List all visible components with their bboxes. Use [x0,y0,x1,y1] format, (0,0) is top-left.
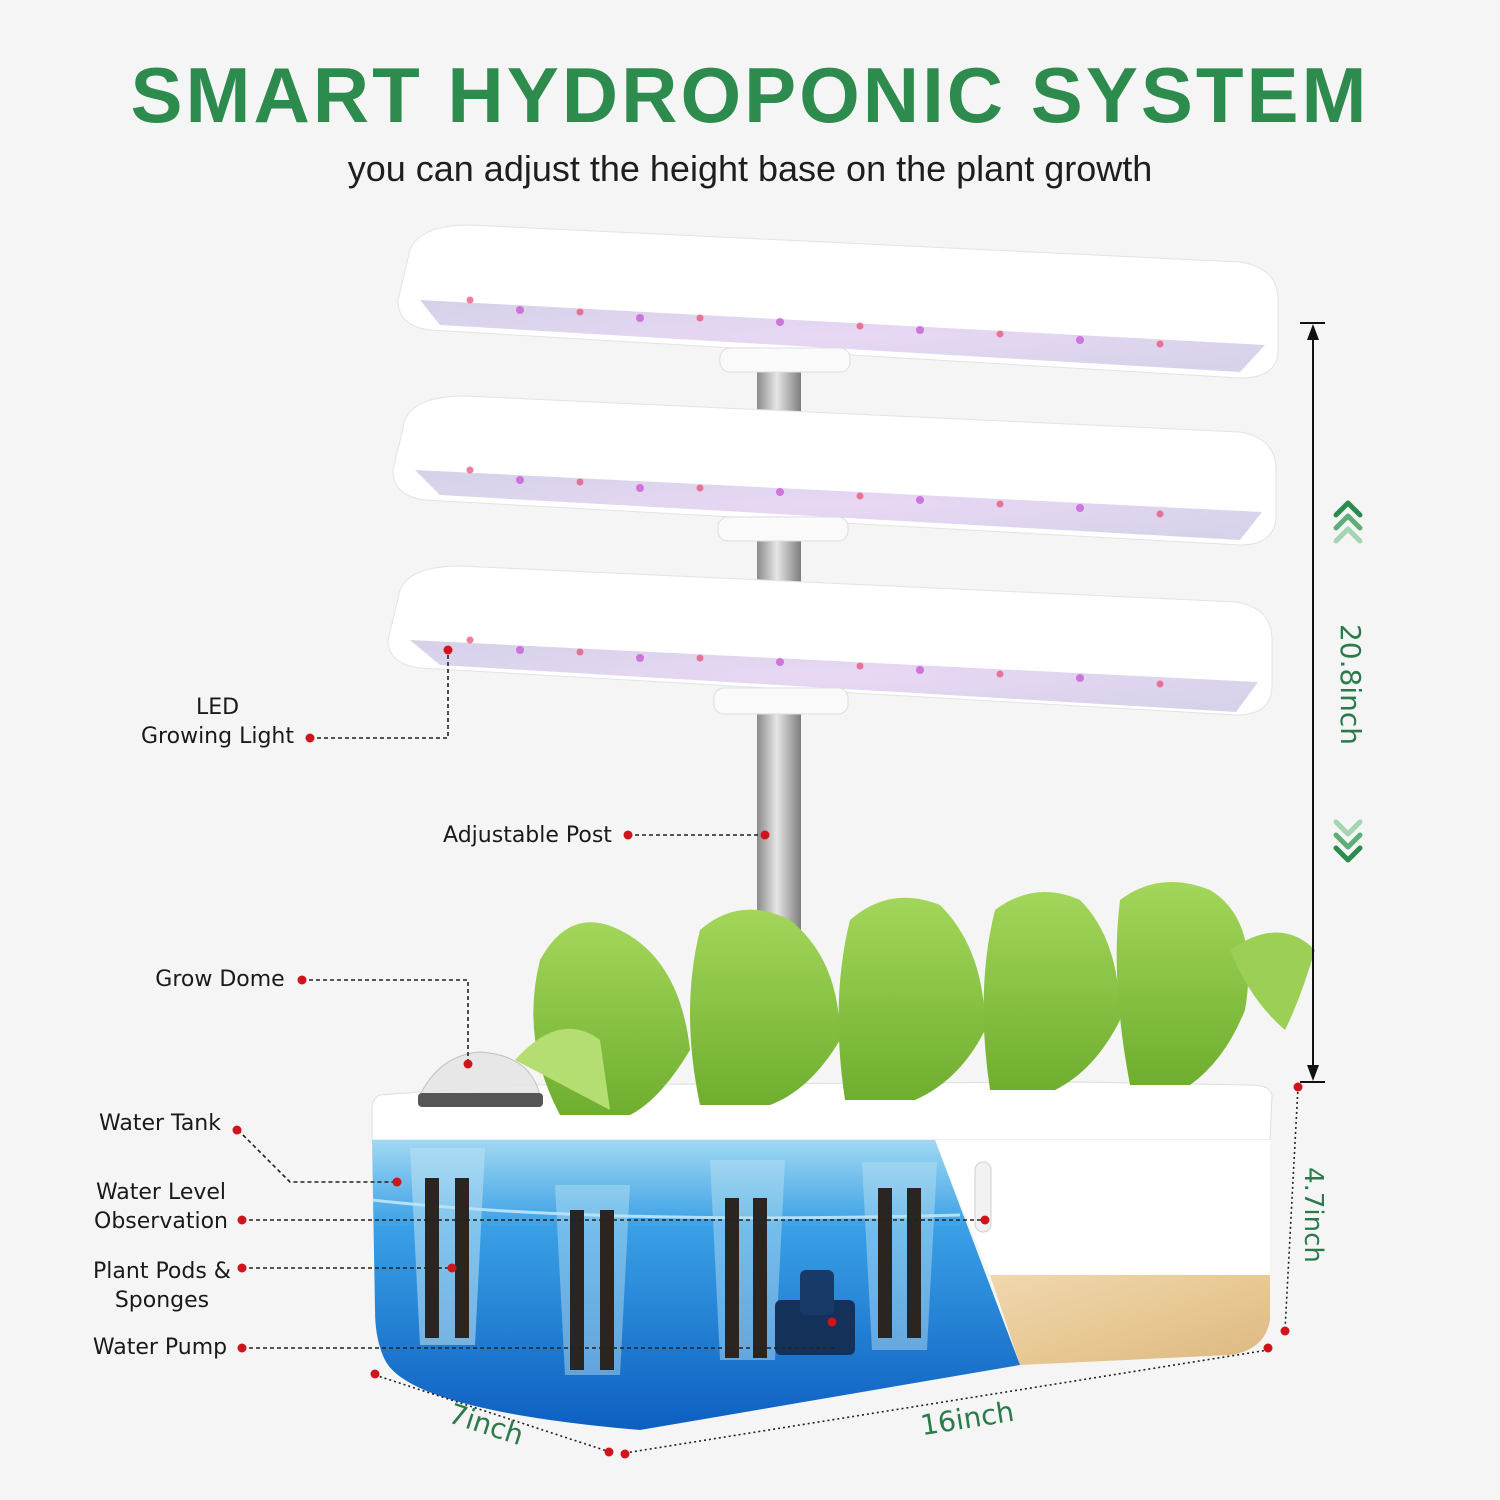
chevron-down-icon [1333,819,1363,863]
lettuce-plants [515,882,1315,1115]
page-title: SMART HYDROPONIC SYSTEM [130,51,1370,139]
page-subtitle: you can adjust the height base on the pl… [347,148,1153,189]
water-pump-shape [775,1270,855,1355]
callout-water-tank: Water Tank [99,1111,221,1136]
plant-pods [410,1148,937,1375]
dimension-tank-height: 4.7inch [1297,1167,1328,1263]
callout-text: LED [195,695,240,720]
height-dimension-line [1300,322,1325,1083]
callout-dots [232,645,1303,1459]
callout-plant-pods-sponges: Plant Pods & Sponges [72,1257,252,1315]
callout-text: Plant Pods & [93,1259,231,1284]
dimension-height-max: 20.8inch [1334,623,1368,746]
callout-water-level-observation: Water Level Observation [80,1178,242,1236]
water-level-window [974,1161,992,1233]
callout-grow-dome: Grow Dome [155,967,285,992]
callout-text: Water Level [95,1180,227,1205]
grow-dome-shape [418,1051,543,1107]
callout-adjustable-post: Adjustable Post [443,823,612,848]
base-wood-panel [990,1275,1270,1365]
led-panel-bottom [387,565,1273,716]
callout-text: Observation [94,1209,228,1234]
callout-led-growing-light: LED Growing Light [120,693,315,751]
led-panel-middle [392,395,1277,546]
callout-text: Growing Light [141,724,294,749]
led-dots [516,306,1084,682]
callout-leader-lines [237,650,1299,1454]
callout-water-pump: Water Pump [92,1335,228,1360]
led-panel-top [397,224,1279,379]
chevron-up-icon [1333,500,1363,544]
callout-text: Sponges [114,1288,210,1313]
base-body-white [935,1140,1270,1275]
